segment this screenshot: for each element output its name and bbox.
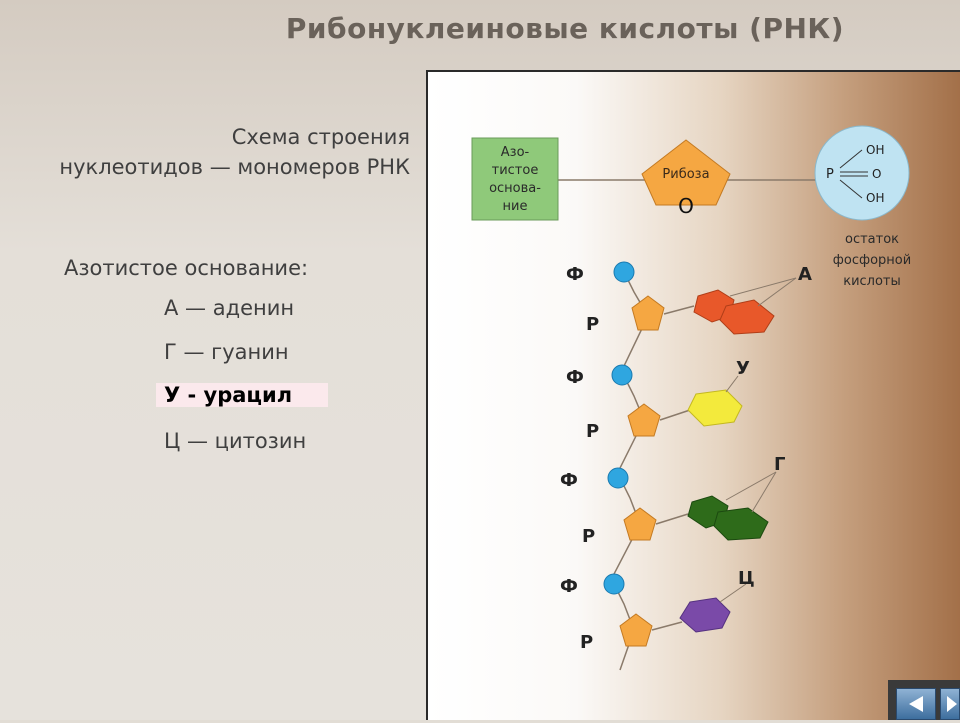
legend-item-cytosine: Ц — цитозин: [164, 429, 307, 453]
glycosidic-bond-4: [651, 621, 683, 631]
base-box-line3: основа-: [489, 181, 541, 196]
phosphate-bond-3: [839, 179, 863, 199]
base-1-pointer-b: [757, 277, 797, 307]
base-3-label: Г: [774, 454, 785, 475]
glycosidic-bond-1: [663, 305, 695, 315]
base-2-label: У: [736, 358, 750, 379]
phosphate-dot-4: [603, 573, 625, 595]
glycosidic-bond-2: [659, 409, 691, 421]
phosphate-dot-2: [611, 364, 633, 386]
base-box-line4: ние: [503, 199, 528, 214]
phosphate-caption-line2: фосфорной: [833, 253, 911, 268]
arrow-left-icon: [909, 696, 923, 712]
legend-heading: Азотистое основание:: [64, 256, 309, 280]
nitrogen-base-box: [471, 137, 559, 221]
base-3-pointer-b: [751, 471, 777, 513]
ribose-2: [627, 403, 661, 437]
phosphate-dot-1: [613, 261, 635, 283]
marker-ribose-2: Р: [586, 421, 599, 442]
base-1-ring-b: [719, 299, 775, 335]
schema-title-line1: Схема строения: [231, 125, 410, 149]
legend-item-guanine: Г — гуанин: [164, 340, 289, 364]
ribose-4: [619, 613, 653, 647]
base-1-pointer-a: [729, 277, 797, 297]
marker-ribose-1: Р: [586, 314, 599, 335]
base-4-label: Ц: [738, 568, 755, 589]
ribose-label: Рибоза: [662, 167, 709, 182]
ribose-oxygen-label: О: [678, 194, 694, 218]
base-2-pointer: [725, 375, 739, 393]
base-1-label: А: [798, 264, 812, 285]
marker-phosphate-4: Ф: [560, 576, 578, 597]
base-2-ring: [687, 389, 743, 427]
slide-title: Рибонуклеиновые кислоты (РНК): [285, 12, 845, 45]
legend-item-adenine: А — аденин: [164, 296, 295, 320]
schema-title-line2: нуклеотидов — мономеров РНК: [59, 155, 410, 179]
base-3-ring-b: [713, 507, 769, 541]
ribose-1: [631, 295, 665, 331]
marker-ribose-4: Р: [580, 632, 593, 653]
base-4-pointer: [719, 583, 747, 603]
phosphate-o: O: [872, 167, 881, 181]
schema-title: Схема строения нуклеотидов — мономеров Р…: [10, 122, 410, 182]
phosphate-p: P: [826, 167, 834, 182]
marker-phosphate-2: Ф: [566, 367, 584, 388]
arrow-right-icon: [947, 696, 957, 712]
phosphate-oh1: OH: [866, 143, 884, 157]
phosphate-oh2: OH: [866, 191, 884, 205]
marker-ribose-3: Р: [582, 526, 595, 547]
base-3-pointer-a: [725, 471, 777, 501]
glycosidic-bond-3: [655, 513, 689, 525]
prev-slide-button[interactable]: [896, 688, 936, 720]
ribose-3: [623, 507, 657, 541]
phosphate-caption-line1: остаток: [845, 232, 899, 247]
marker-phosphate-1: Ф: [566, 264, 584, 285]
phosphate-dot-3: [607, 467, 629, 489]
base-box-line2: тистое: [492, 163, 539, 178]
marker-phosphate-3: Ф: [560, 470, 578, 491]
base-box-line1: Азо-: [501, 145, 530, 160]
base-4-ring: [679, 597, 731, 633]
phosphate-circle: [814, 125, 910, 221]
phosphate-caption-line3: кислоты: [843, 274, 901, 289]
legend-item-uracil-highlight: У - урацил: [156, 383, 328, 407]
phosphate-bond-1: [839, 149, 863, 169]
ribose-pentagon: [641, 139, 731, 206]
next-slide-button[interactable]: [940, 688, 960, 720]
